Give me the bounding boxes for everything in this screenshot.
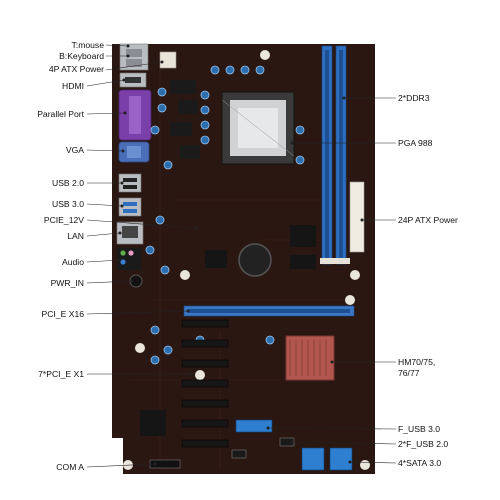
label-pcie-12v: PCIE_12V [43,215,84,225]
leader-parallel [86,112,126,115]
leader-audio [86,259,121,263]
label-ddr3: 2*DDR3 [398,93,430,103]
leader-pcie12v [86,219,197,229]
leader-pwrin-dot [130,279,134,283]
label-atx-4p-power: 4P ATX Power [48,64,104,74]
leader-lan-dot [118,231,122,235]
label-vga: VGA [65,145,84,155]
leader-pcie12v-dot [194,226,198,230]
label-tmouse: T:mouse [71,40,104,50]
leader-sata [349,461,397,464]
label-hm70-line2: 76/77 [398,368,420,378]
chipset-heatsink [285,335,335,381]
sata-ports [301,447,353,471]
leader-hdmi-dot [122,78,126,82]
leader-audio-dot [118,258,122,262]
pci-e-x1-slots [181,319,229,448]
label-atx-24p-power: 24P ATX Power [398,215,458,225]
leader-vga [86,149,124,152]
label-pga988: PGA 988 [398,138,433,148]
leader-hm70-dot [330,360,334,364]
f-usb3-header [235,419,273,433]
leader-coma-dot [153,462,157,466]
label-parallel-port: Parallel Port [37,109,84,119]
leader-fusb3-dot [266,426,270,430]
leader-pcie-x1-dot [190,372,194,376]
label-f-usb2: 2*F_USB 2.0 [398,439,449,449]
leader-usb3 [86,203,123,207]
bios-chip [205,250,227,268]
leader-fusb2 [291,441,397,445]
leader-sata-dot [348,460,352,464]
pga-988-socket [221,91,295,165]
leader-hdmi [86,79,125,87]
label-sata: 4*SATA 3.0 [398,458,442,468]
label-com-a: COM A [56,462,84,472]
leader-lan [86,232,121,237]
leader-coma [86,463,156,468]
label-bkeyboard: B:Keyboard [59,51,104,61]
pci-e-x16-slot [183,305,355,317]
leader-pga988-dot [290,141,294,145]
label-hm70-line1: HM70/75, [398,357,436,367]
leader-pwrin [86,280,133,284]
label-pci-e-x1: 7*PCI_E X1 [38,369,84,379]
leader-lines [86,44,397,468]
leader-tmouse [105,44,129,47]
leader-atx4p-dot [160,60,164,64]
label-f-usb3: F_USB 3.0 [398,424,441,434]
label-hdmi: HDMI [62,81,84,91]
super-io-chip [140,410,166,436]
leader-pcie-x16-dot [186,309,190,313]
atx-4p-connector [159,51,177,69]
leader-usb3-dot [120,204,124,208]
label-usb2: USB 2.0 [51,178,84,188]
cmos-battery [238,243,272,277]
label-usb3: USB 3.0 [51,199,84,209]
leader-ddr3-dot [342,96,346,100]
leader-fusb2-dot [290,440,294,444]
ddr3-slots [320,45,350,265]
leader-pcie-x16 [86,310,189,315]
label-pwr-in: PWR_IN [50,278,84,288]
label-lan: LAN [67,231,84,241]
leader-usb2-dot [120,181,124,185]
label-audio: Audio [62,257,84,267]
leader-atx24-dot [360,218,364,222]
leader-atx4p [105,61,163,71]
atx-24p-connector [349,181,365,253]
leader-tmouse-dot [126,44,130,48]
label-pci-e-x16: PCI_E X16 [41,309,84,319]
leader-parallel-dot [123,111,127,115]
leader-vga-dot [121,149,125,153]
leader-bkeyboard-dot [126,54,130,58]
leader-fusb3 [267,427,397,430]
